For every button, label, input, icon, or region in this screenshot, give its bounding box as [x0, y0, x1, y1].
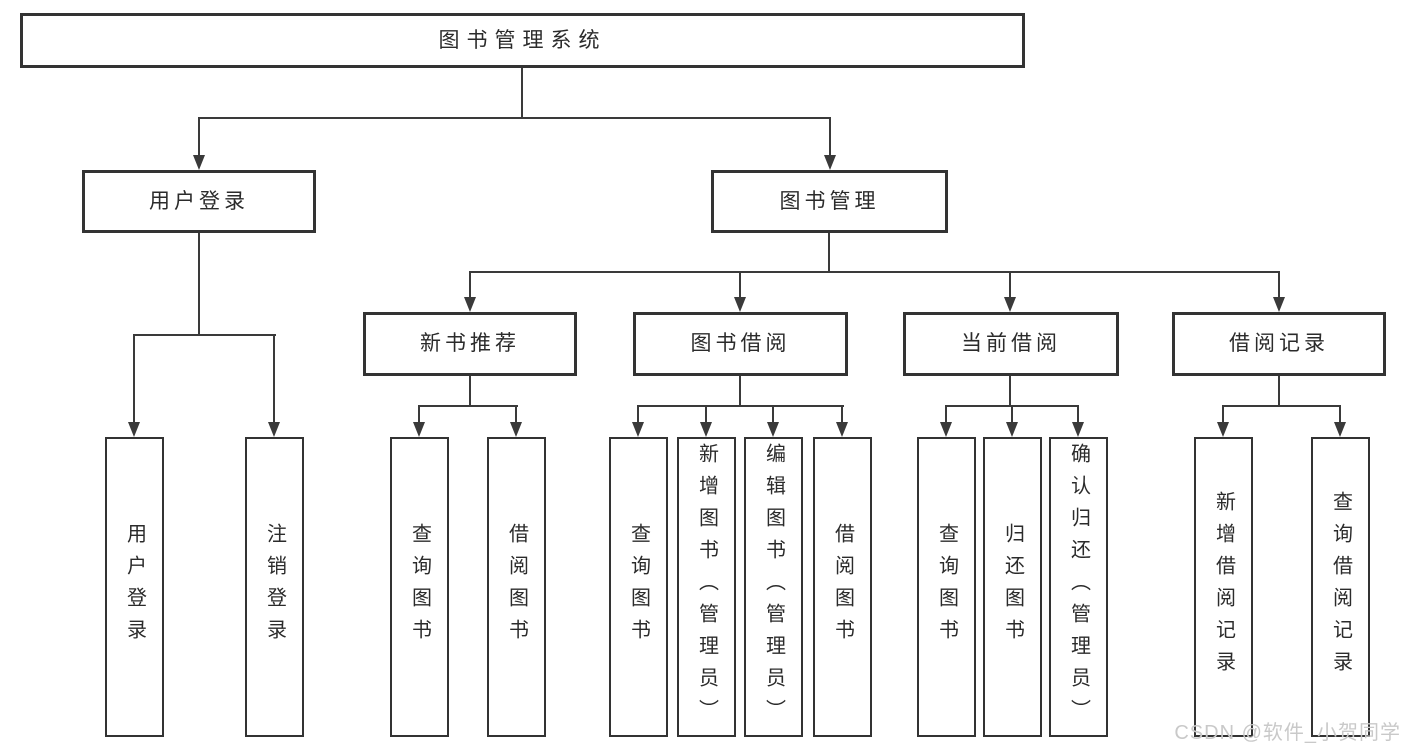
arrow-down-icon	[268, 334, 280, 437]
connector-current-stem	[1009, 375, 1011, 407]
arrow-down-icon	[464, 271, 476, 312]
node-label: 借阅图书	[505, 523, 528, 651]
node-label: 确认归还（管理员）	[1067, 443, 1090, 731]
node-label: 新书推荐	[420, 332, 520, 356]
connector-borrow-branch	[638, 405, 844, 407]
node-label: 图书管理	[779, 189, 880, 213]
node-label: 用户登录	[123, 523, 146, 651]
connector-recommend-branch	[419, 405, 518, 407]
arrow-down-icon	[836, 405, 848, 437]
connector-records-branch	[1223, 405, 1341, 407]
arrow-down-icon	[193, 117, 205, 170]
node-book-management: 图书管理	[711, 170, 948, 233]
node-label: 注销登录	[263, 523, 286, 651]
arrow-down-icon	[940, 405, 952, 437]
connector-mgmt-stem	[828, 232, 830, 273]
node-label: 图书管理系统	[438, 28, 607, 52]
arrow-down-icon	[824, 117, 836, 170]
leaf-query-books-borrow: 查询图书	[609, 437, 668, 737]
node-label: 借阅记录	[1229, 332, 1329, 356]
node-current-borrowing: 当前借阅	[903, 312, 1119, 376]
connector-root-branch	[198, 117, 831, 119]
node-label: 查询图书	[627, 523, 650, 651]
connector-records-stem	[1278, 375, 1280, 407]
arrow-down-icon	[700, 405, 712, 437]
node-label: 新增借阅记录	[1212, 491, 1235, 683]
node-label: 编辑图书（管理员）	[762, 443, 785, 731]
node-label: 图书借阅	[690, 332, 791, 356]
node-label: 查询图书	[408, 523, 431, 651]
node-label: 当前借阅	[961, 332, 1061, 356]
arrow-down-icon	[1004, 271, 1016, 312]
arrow-down-icon	[510, 405, 522, 437]
node-label: 新增图书（管理员）	[695, 443, 718, 731]
connector-borrow-stem	[739, 375, 741, 407]
arrow-down-icon	[1072, 405, 1084, 437]
connector-login-stem	[198, 232, 200, 336]
node-library-management-system: 图书管理系统	[20, 13, 1025, 68]
leaf-query-books-current: 查询图书	[917, 437, 976, 737]
leaf-add-borrow-record: 新增借阅记录	[1194, 437, 1253, 737]
watermark: CSDN @软件_小贺同学	[1174, 722, 1401, 744]
leaf-return-books: 归还图书	[983, 437, 1042, 737]
arrow-down-icon	[1334, 405, 1346, 437]
arrow-down-icon	[128, 334, 140, 437]
node-label: 借阅图书	[831, 523, 854, 651]
leaf-query-borrow-record: 查询借阅记录	[1311, 437, 1370, 737]
leaf-borrow-books-recommend: 借阅图书	[487, 437, 546, 737]
arrow-down-icon	[413, 405, 425, 437]
arrow-down-icon	[767, 405, 779, 437]
node-user-login: 用户登录	[82, 170, 316, 233]
arrow-down-icon	[1273, 271, 1285, 312]
connector-login-branch	[134, 334, 276, 336]
node-new-book-recommend: 新书推荐	[363, 312, 577, 376]
arrow-down-icon	[1006, 405, 1018, 437]
connector-root-stem	[521, 68, 523, 118]
leaf-user-login: 用户登录	[105, 437, 164, 737]
node-book-borrowing: 图书借阅	[633, 312, 848, 376]
leaf-query-books-recommend: 查询图书	[390, 437, 449, 737]
node-label: 用户登录	[149, 189, 249, 213]
connector-mgmt-branch	[470, 271, 1280, 273]
leaf-logout: 注销登录	[245, 437, 304, 737]
node-label: 查询图书	[935, 523, 958, 651]
leaf-edit-books-admin: 编辑图书（管理员）	[744, 437, 803, 737]
connector-recommend-stem	[469, 375, 471, 407]
arrow-down-icon	[734, 271, 746, 312]
leaf-confirm-return-admin: 确认归还（管理员）	[1049, 437, 1108, 737]
arrow-down-icon	[1217, 405, 1229, 437]
arrow-down-icon	[632, 405, 644, 437]
node-borrowing-records: 借阅记录	[1172, 312, 1386, 376]
node-label: 归还图书	[1001, 523, 1024, 651]
leaf-add-books-admin: 新增图书（管理员）	[677, 437, 736, 737]
leaf-borrow-books: 借阅图书	[813, 437, 872, 737]
node-label: 查询借阅记录	[1329, 491, 1352, 683]
